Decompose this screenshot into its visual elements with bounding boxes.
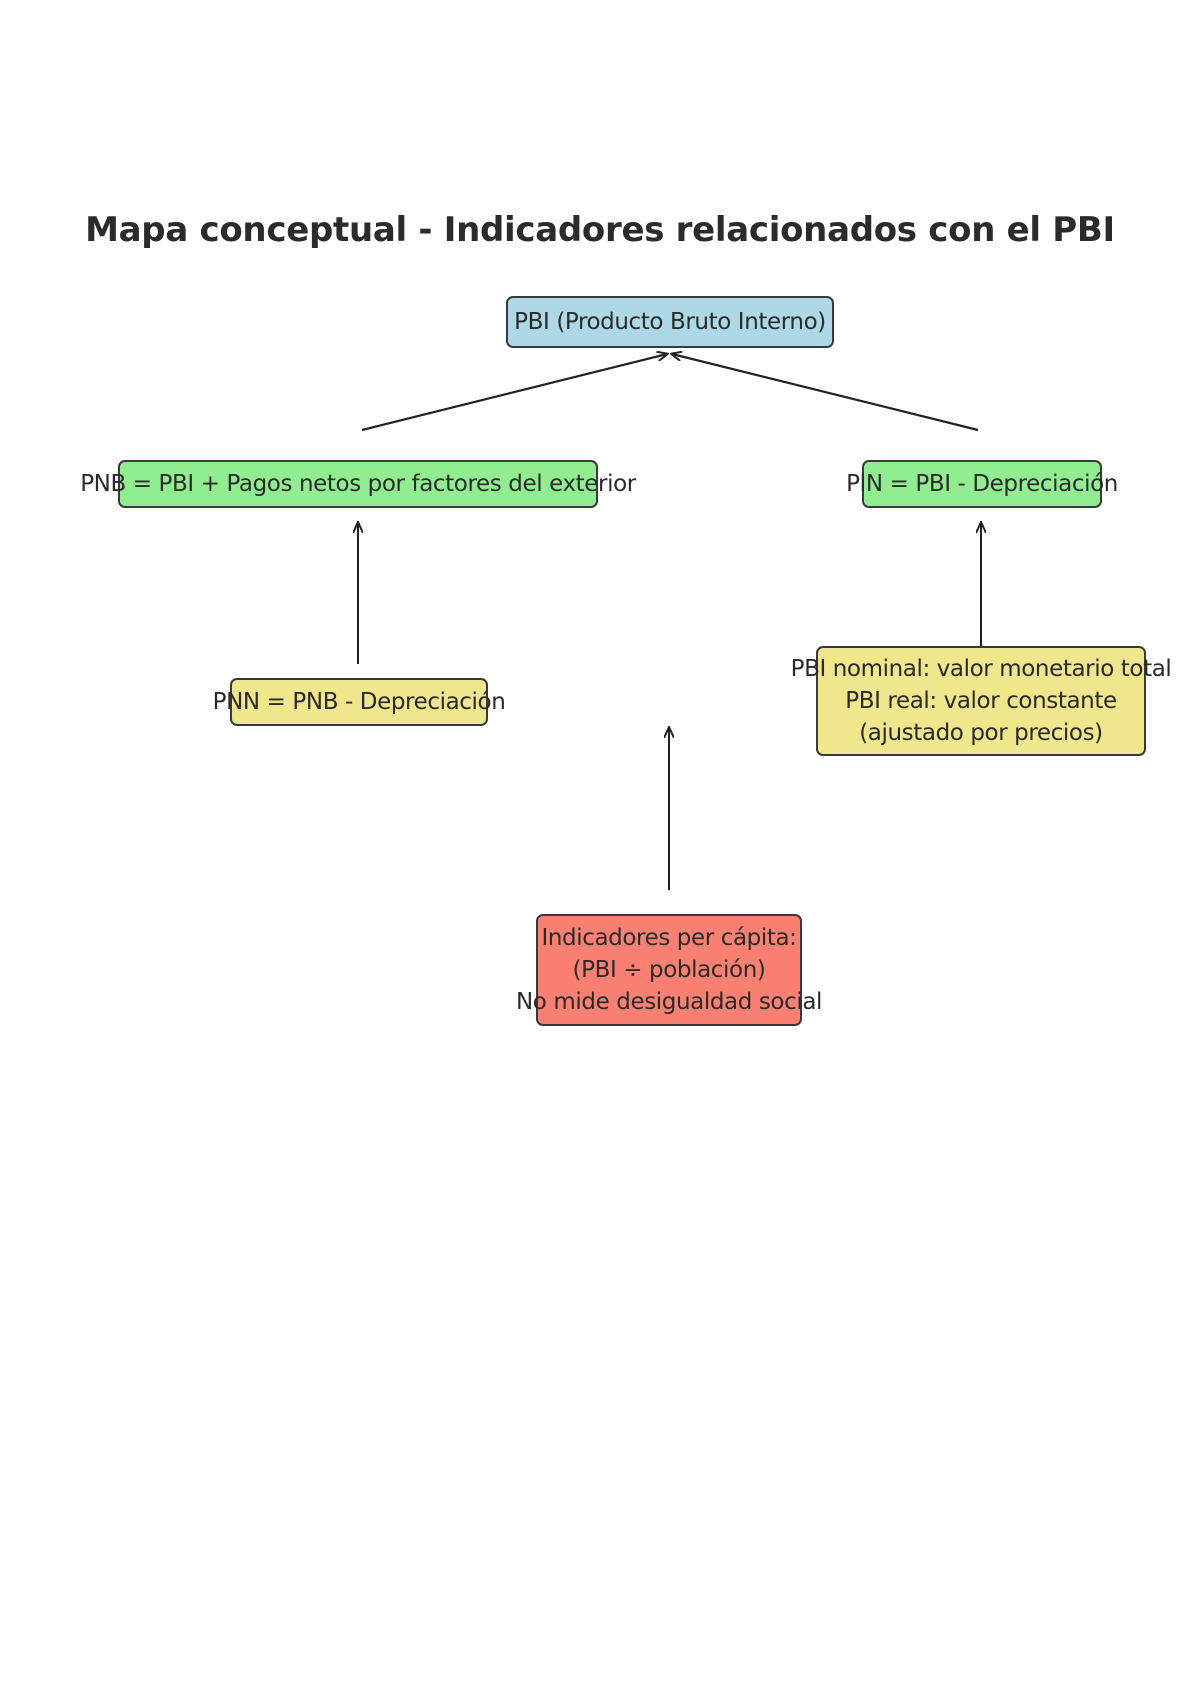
node-per-capita-formula: (PBI ÷ población) xyxy=(572,956,766,983)
node-pnn: PNN = PNB - Depreciación xyxy=(213,678,506,726)
edge-pnb-to-pbi xyxy=(361,354,667,432)
node-pbi-nominal-line: PBI nominal: valor monetario total xyxy=(790,655,1172,682)
node-pbi-nominal-real: PBI nominal: valor monetario total PBI r… xyxy=(791,646,1172,756)
node-pbi-adjusted-line: (ajustado por precios) xyxy=(859,720,1103,747)
diagram-title: Mapa conceptual - Indicadores relacionad… xyxy=(85,210,1115,250)
node-pnb: PNB = PBI + Pagos netos por factores del… xyxy=(80,460,636,508)
node-pbi-real-line: PBI real: valor constante xyxy=(845,687,1117,714)
edge-pin-to-pbi xyxy=(672,354,979,432)
node-per-capita-note: No mide desigualdad social xyxy=(516,989,823,1016)
node-pbi: PBI (Producto Bruto Interno) xyxy=(506,296,834,348)
node-pnb-text: PNB = PBI + Pagos netos por factores del… xyxy=(80,470,636,497)
node-pin-text: PIN = PBI - Depreciación xyxy=(846,470,1118,497)
node-pbi-text: PBI (Producto Bruto Interno) xyxy=(514,308,826,335)
node-per-capita-heading: Indicadores per cápita: xyxy=(541,924,797,951)
node-pin: PIN = PBI - Depreciación xyxy=(846,460,1118,508)
node-pnn-text: PNN = PNB - Depreciación xyxy=(212,688,506,715)
node-per-capita: Indicadores per cápita: (PBI ÷ población… xyxy=(516,914,822,1026)
